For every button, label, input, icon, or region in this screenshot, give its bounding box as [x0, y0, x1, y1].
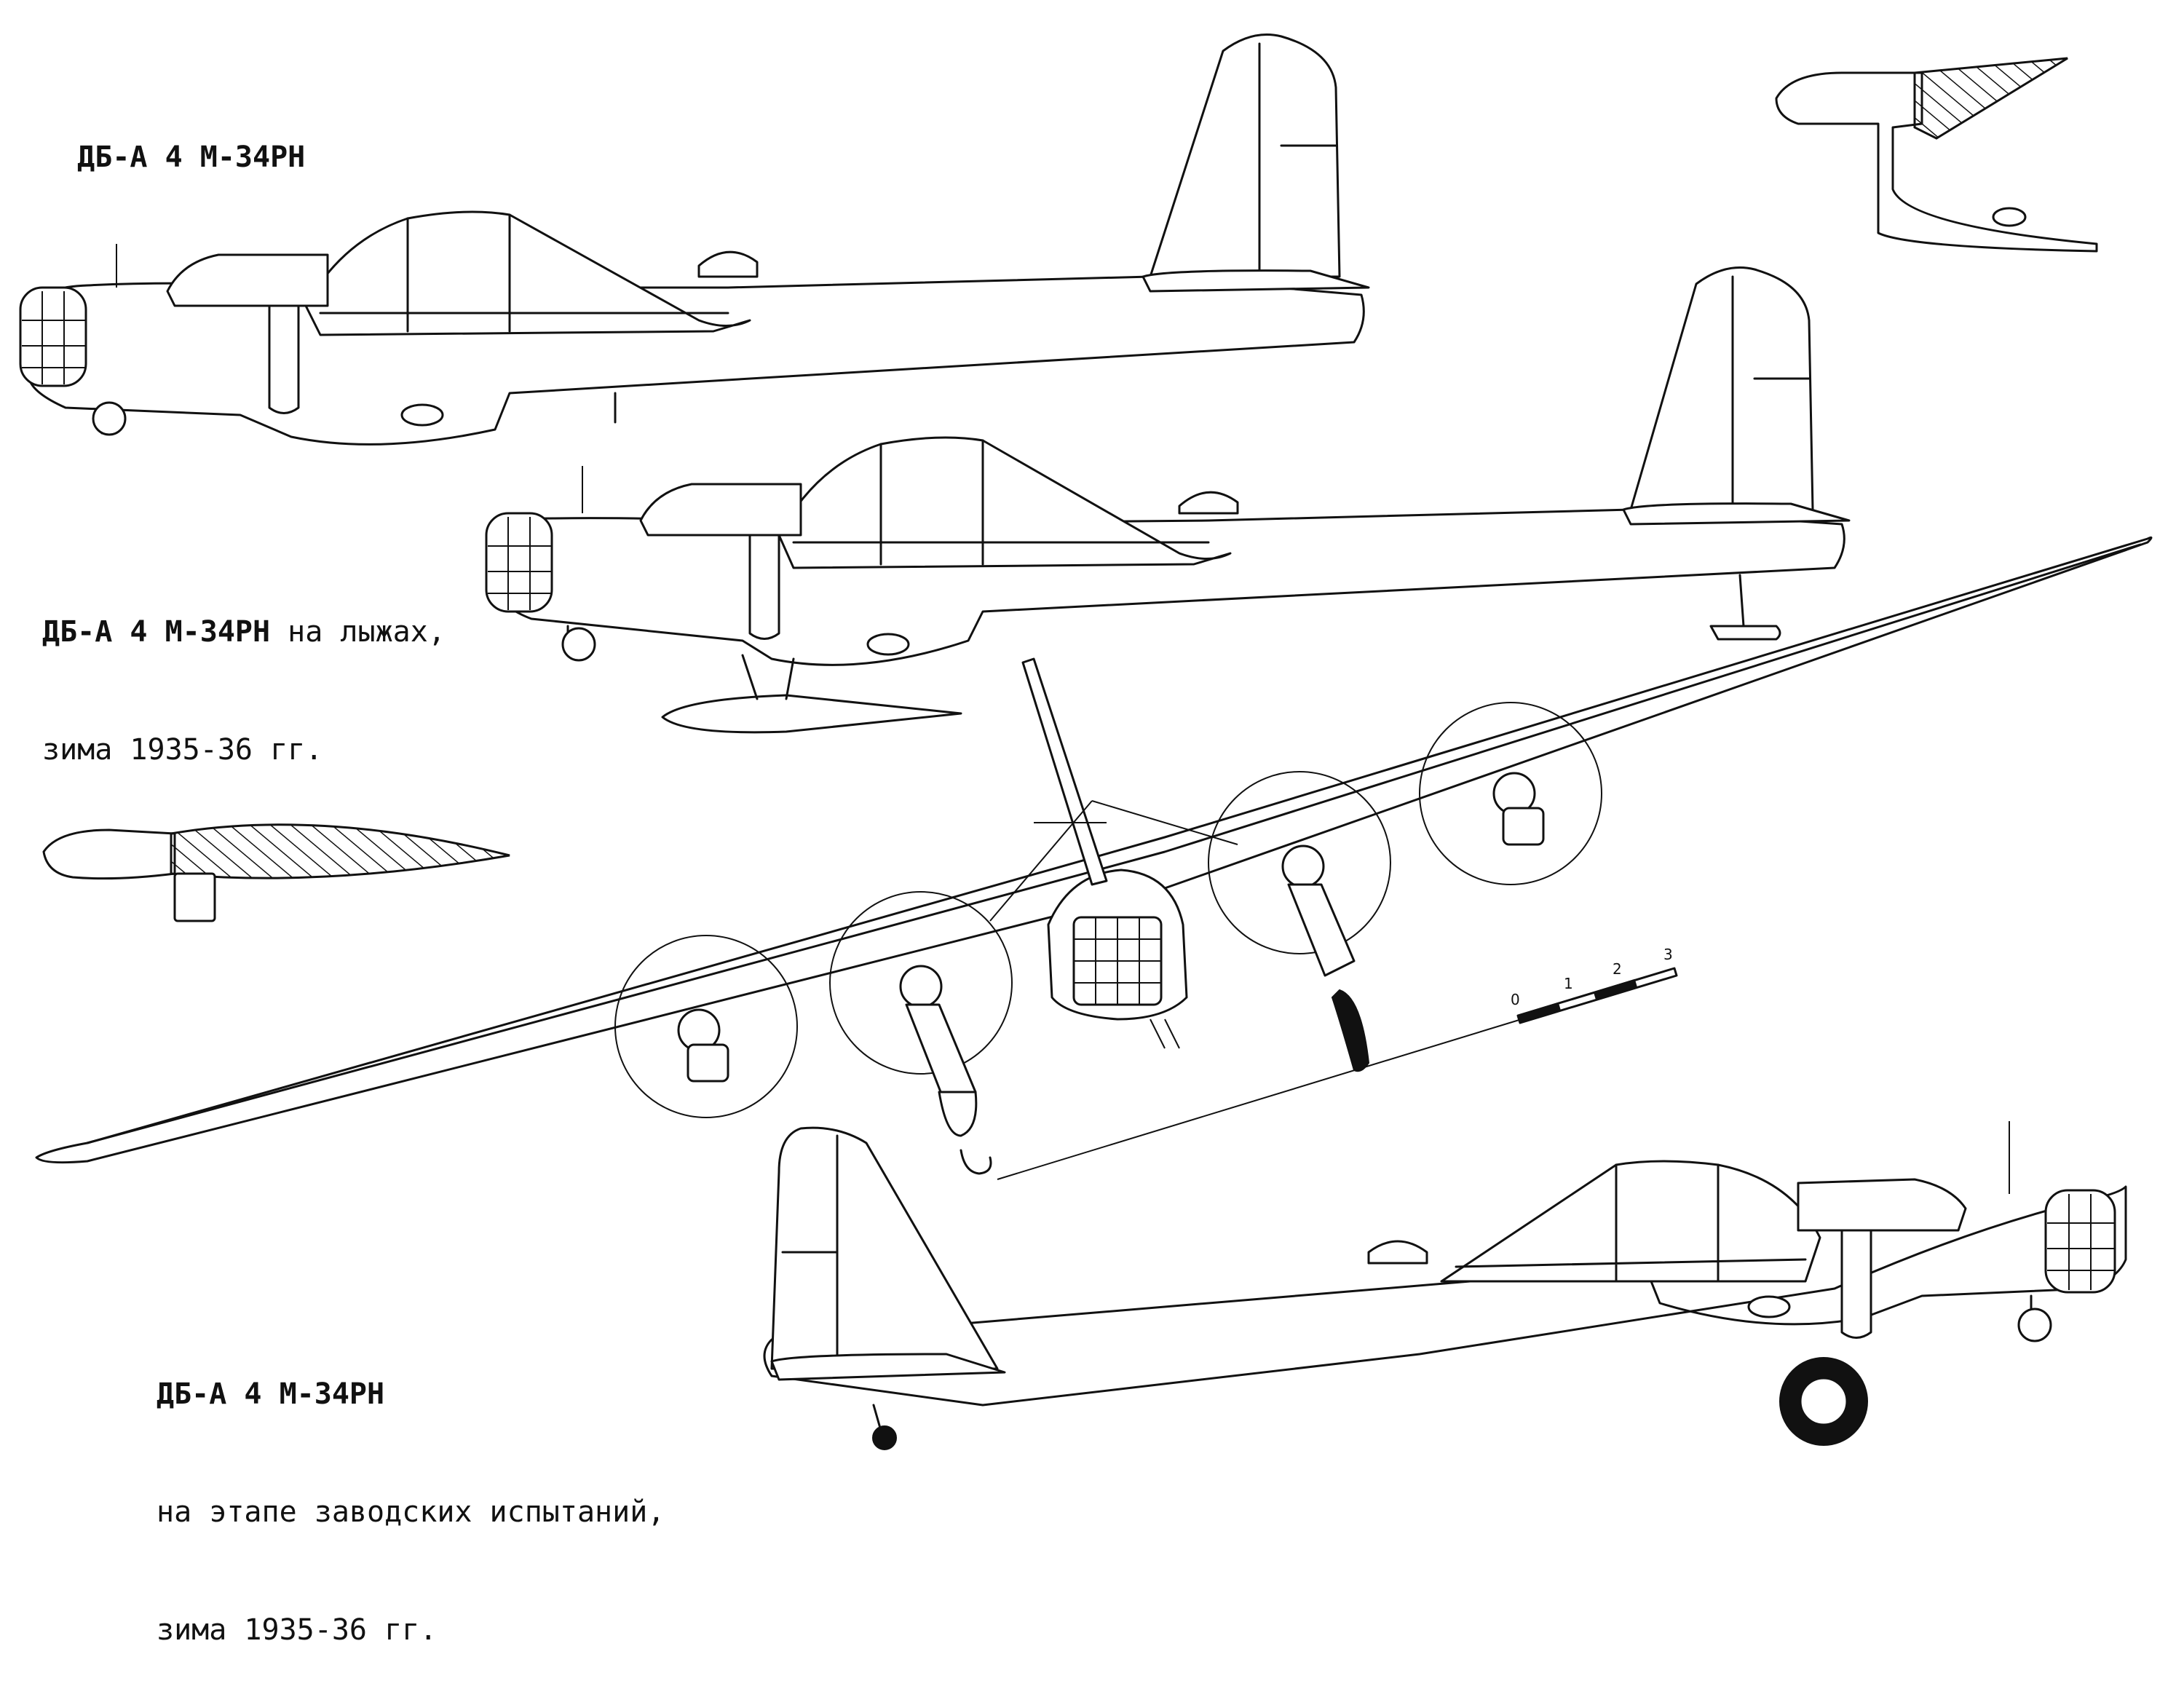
caption-view-3-line2: на этапе заводских испытаний, — [157, 1495, 665, 1529]
caption-view-2-line2: зима 1935-36 гг. — [42, 733, 323, 767]
nose-glazing-grid-2 — [488, 517, 552, 610]
drawing-sheet: 0 1 2 3 ДБ-А 4 М-34 — [19, 33, 2153, 1647]
caption-view-3: ДБ-А 4 М-34РН на этапе заводских испытан… — [157, 1296, 665, 1689]
caption-view-2-suffix: на лыжах, — [270, 615, 446, 649]
caption-view-1-title: ДБ-А 4 М-34РН — [77, 141, 306, 174]
caption-view-1: ДБ-А 4 М-34РН — [42, 98, 305, 177]
scale-tick-0: 0 — [1511, 991, 1520, 1008]
nose-glazing-grid — [22, 291, 86, 384]
scale-tick-1: 1 — [1564, 975, 1573, 992]
side-view-factory-test — [763, 1121, 2127, 1450]
scale-bar: 0 1 2 3 — [1511, 946, 1678, 1024]
engine-outer-left — [677, 1008, 729, 1083]
caption-view-3-title: ДБ-А 4 М-34РН — [157, 1377, 385, 1411]
nacelle-detail-left — [42, 823, 510, 922]
caption-view-2: ДБ-А 4 М-34РН на лыжах, зима 1935-36 гг. — [42, 534, 446, 809]
side-view-standard — [19, 33, 1370, 446]
front-view — [35, 536, 2153, 1180]
nose-glazing-grid-3 — [2047, 1194, 2115, 1290]
engine-outer-right — [1492, 772, 1545, 846]
side-view-skis — [485, 266, 1851, 734]
front-glazing-grid — [1074, 917, 1161, 1005]
nacelle-detail-top-right — [1775, 57, 2098, 253]
aircraft-drawing: 0 1 2 3 — [19, 33, 2153, 1450]
engine-inner-right — [1281, 844, 1370, 1072]
caption-view-2-title: ДБ-А 4 М-34РН — [42, 615, 271, 649]
caption-view-3-line3: зима 1935-36 гг. — [157, 1613, 438, 1647]
scale-tick-2: 2 — [1613, 960, 1622, 978]
scale-tick-3: 3 — [1663, 946, 1673, 963]
engine-inner-left — [899, 965, 978, 1137]
